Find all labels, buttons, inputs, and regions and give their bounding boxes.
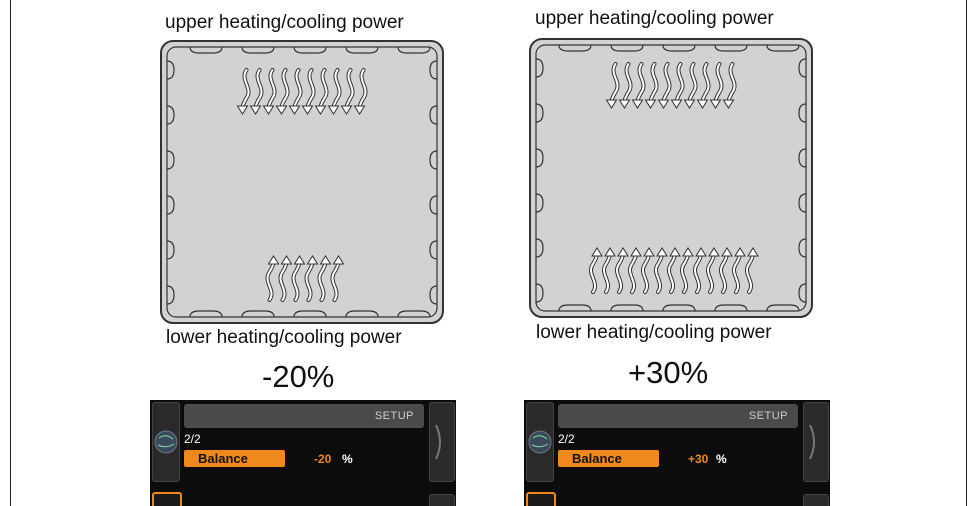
right-lower-airflow-arrow — [589, 247, 603, 294]
right-lower-label: lower heating/cooling power — [536, 322, 772, 343]
right-upper-airflow-arrow — [722, 62, 737, 109]
left-percent: -20% — [262, 359, 335, 394]
left-lower-airflow-arrow — [330, 255, 345, 302]
right-device-display: SETUP 2/2 Balance +30 % — [524, 400, 830, 506]
right-upper-airflow-arrow — [644, 62, 659, 109]
right-lower-airflow-arrow — [628, 247, 642, 294]
frame-left-border — [10, 0, 11, 506]
right-upper-airflow-arrow — [696, 62, 711, 109]
left-upper-airflow-arrow — [262, 68, 277, 115]
right-upper-airflow-arrow — [657, 62, 672, 109]
right-display-page-indicator: 2/2 — [558, 432, 575, 446]
left-display-right-button[interactable] — [429, 494, 455, 506]
left-chamber-diagram — [160, 40, 444, 324]
left-lower-airflow-arrow — [317, 255, 332, 302]
right-upper-airflow-arrow — [709, 62, 724, 109]
right-display-right-tab[interactable] — [803, 402, 829, 482]
right-percent: +30% — [628, 355, 709, 390]
left-display-globe-tab[interactable] — [152, 402, 180, 482]
left-upper-airflow-arrow — [288, 68, 303, 115]
left-upper-airflow-arrow — [327, 68, 342, 115]
left-lower-airflow-arrow — [265, 255, 280, 302]
right-upper-airflow-arrow — [618, 62, 633, 109]
left-upper-airflow-arrow — [301, 68, 316, 115]
right-upper-airflow-arrow — [605, 62, 620, 109]
right-display-header-text: SETUP — [748, 410, 788, 422]
right-display-balance-label: Balance — [572, 451, 622, 466]
left-lower-airflow-arrow — [278, 255, 293, 302]
left-upper-airflow-arrow — [353, 68, 368, 115]
right-lower-airflow-arrow — [706, 247, 720, 294]
left-lower-label: lower heating/cooling power — [166, 327, 402, 348]
left-upper-airflow-arrow — [340, 68, 355, 115]
left-lower-airflow-arrow — [304, 255, 319, 302]
right-lower-airflow-arrow — [680, 247, 694, 294]
right-lower-airflow-arrow — [719, 247, 733, 294]
left-upper-airflow-arrow — [236, 68, 251, 115]
bracket-icon — [809, 424, 815, 460]
right-lower-airflow-arrow — [732, 247, 746, 294]
left-upper-label: upper heating/cooling power — [165, 12, 404, 33]
frame-right-border — [966, 0, 967, 506]
right-display-unit: % — [716, 452, 727, 466]
right-upper-airflow-arrow — [670, 62, 685, 109]
left-lower-airflow-arrow — [291, 255, 306, 302]
left-display-orange-button[interactable] — [152, 492, 182, 506]
left-display-unit: % — [342, 452, 353, 466]
left-display-balance-label: Balance — [198, 451, 248, 466]
left-display-page-indicator: 2/2 — [184, 432, 201, 446]
right-display-header: SETUP — [558, 404, 798, 428]
globe-icon — [528, 430, 552, 454]
globe-icon — [154, 430, 178, 454]
left-display-right-tab[interactable] — [429, 402, 455, 482]
left-display-balance-field[interactable]: Balance — [184, 450, 285, 467]
left-display-header-text: SETUP — [374, 410, 414, 422]
right-upper-airflow-arrow — [683, 62, 698, 109]
right-lower-airflow-arrow — [667, 247, 681, 294]
left-display-value: -20 — [314, 452, 332, 466]
right-chamber-diagram — [529, 38, 813, 318]
left-device-display: SETUP 2/2 Balance -20 % — [150, 400, 456, 506]
right-lower-airflow-arrow — [602, 247, 616, 294]
right-lower-airflow-arrow — [693, 247, 707, 294]
left-upper-airflow-arrow — [249, 68, 264, 115]
right-lower-airflow-arrow — [745, 247, 759, 294]
right-upper-airflow-arrow — [631, 62, 646, 109]
right-display-balance-field[interactable]: Balance — [558, 450, 659, 467]
left-upper-airflow-arrow — [275, 68, 290, 115]
right-lower-airflow-arrow — [615, 247, 629, 294]
right-display-right-button[interactable] — [803, 494, 829, 506]
bracket-icon — [435, 424, 441, 460]
right-display-orange-button[interactable] — [526, 492, 556, 506]
left-upper-airflow-arrow — [314, 68, 329, 115]
right-display-value: +30 — [688, 452, 709, 466]
right-upper-label: upper heating/cooling power — [535, 8, 774, 29]
right-lower-airflow-arrow — [654, 247, 668, 294]
right-display-globe-tab[interactable] — [526, 402, 554, 482]
left-display-header: SETUP — [184, 404, 424, 428]
right-lower-airflow-arrow — [641, 247, 655, 294]
